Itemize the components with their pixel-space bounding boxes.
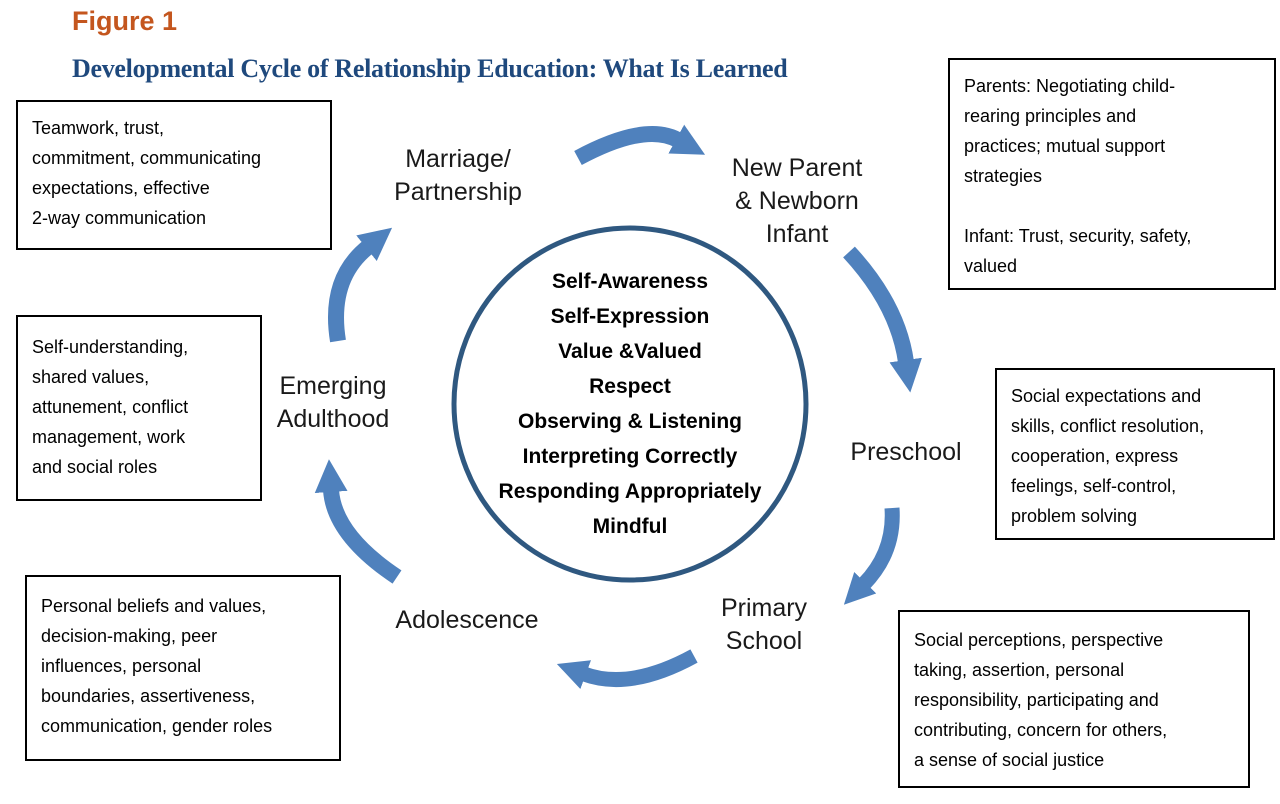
curved-arrow-marriage-to-new-parent-icon: [574, 124, 706, 166]
text-line: New Parent: [731, 154, 863, 182]
text-line: boundaries, assertiveness,: [41, 686, 256, 706]
text-line: attunement, conflict: [32, 397, 189, 417]
annotation-box-new-parent: Parents: Negotiating child-rearing princ…: [948, 58, 1276, 290]
text-line: [964, 191, 1266, 221]
text-line: Primary: [720, 594, 808, 622]
text-line: Mindful: [592, 515, 668, 538]
text-line: management, work: [32, 427, 186, 447]
text-line: shared values,: [32, 367, 150, 387]
text-line: 2-way communication: [32, 208, 207, 228]
figure-title: Developmental Cycle of Relationship Educ…: [72, 54, 788, 83]
text-line: strategies: [964, 166, 1043, 186]
text-line: School: [725, 627, 803, 655]
annotation-box-emerging-adulthood: Self-understanding, shared values, attunem…: [16, 315, 262, 501]
text-line: feelings, self-control,: [1011, 476, 1177, 496]
curved-arrow-new-parent-to-preschool-icon: [843, 246, 922, 393]
text-line: taking, assertion, personal: [914, 660, 1125, 680]
text-line: a sense of social justice: [914, 750, 1105, 770]
text-line: Adulthood: [276, 405, 390, 433]
text-line: decision-making, peer: [41, 626, 218, 646]
text-line: Teamwork, trust,: [32, 118, 165, 138]
curved-arrow-primary-school-to-adolescence-icon: [556, 649, 698, 690]
text-line: Preschool: [850, 438, 962, 466]
center-circle-shape: [451, 225, 809, 583]
annotation-box-preschool: Social expectations and skills, conflict …: [995, 368, 1275, 540]
text-line: valued: [964, 256, 1018, 276]
text-line: Responding Appropriately: [498, 480, 762, 503]
text-line: Emerging: [279, 372, 387, 400]
annotation-box-primary-school: Social perceptions, perspective taking, a…: [898, 610, 1250, 788]
stage-label-preschool: Preschool: [836, 436, 976, 469]
annotation-box-marriage: Teamwork, trust, commitment, communicatin…: [16, 100, 332, 250]
text-line: Interpreting Correctly: [522, 445, 738, 468]
text-line: Self-Awareness: [551, 270, 709, 293]
text-line: problem solving: [1011, 506, 1138, 526]
text-line: Self-Expression: [550, 305, 710, 328]
text-line: cooperation, express: [1011, 446, 1179, 466]
text-line: Infant: [765, 220, 829, 248]
text-line: Value &Valued: [558, 340, 702, 363]
text-line: Social expectations and: [1011, 386, 1202, 406]
text-line: practices; mutual support: [964, 136, 1166, 156]
text-line: contributing, concern for others,: [914, 720, 1168, 740]
text-line: & Newborn: [735, 187, 859, 215]
text-line: Adolescence: [395, 606, 539, 634]
stage-label-adolescence: Adolescence: [377, 604, 557, 637]
text-line: communication, gender roles: [41, 716, 273, 736]
text-line: rearing principles and: [964, 106, 1137, 126]
text-line: Partnership: [394, 178, 522, 206]
text-line: Marriage/: [405, 145, 511, 173]
text-line: Parents: Negotiating child-: [964, 76, 1176, 96]
text-line: expectations, effective: [32, 178, 210, 198]
stage-label-marriage-partnership: Marriage/Partnership: [358, 143, 558, 209]
text-line: Personal beliefs and values,: [41, 596, 267, 616]
text-line: Self-understanding,: [32, 337, 189, 357]
text-line: and social roles: [32, 457, 158, 477]
text-line: Social perceptions, perspective: [914, 630, 1164, 650]
text-line: Observing & Listening: [517, 410, 743, 433]
text-line: influences, personal: [41, 656, 202, 676]
annotation-box-adolescence: Personal beliefs and values, decision-mak…: [25, 575, 341, 761]
text-line: responsibility, participating and: [914, 690, 1159, 710]
text-line: Infant: Trust, security, safety,: [964, 226, 1192, 246]
curved-arrow-adolescence-to-emerging-adulthood-icon: [314, 459, 402, 584]
curved-arrow-preschool-to-primary-school-icon: [843, 507, 900, 605]
curved-arrow-emerging-adulthood-to-marriage-icon: [328, 227, 393, 343]
text-line: skills, conflict resolution,: [1011, 416, 1205, 436]
text-line: Respect: [589, 375, 671, 398]
figure-number-label: Figure 1: [72, 6, 178, 36]
text-line: commitment, communicating: [32, 148, 262, 168]
